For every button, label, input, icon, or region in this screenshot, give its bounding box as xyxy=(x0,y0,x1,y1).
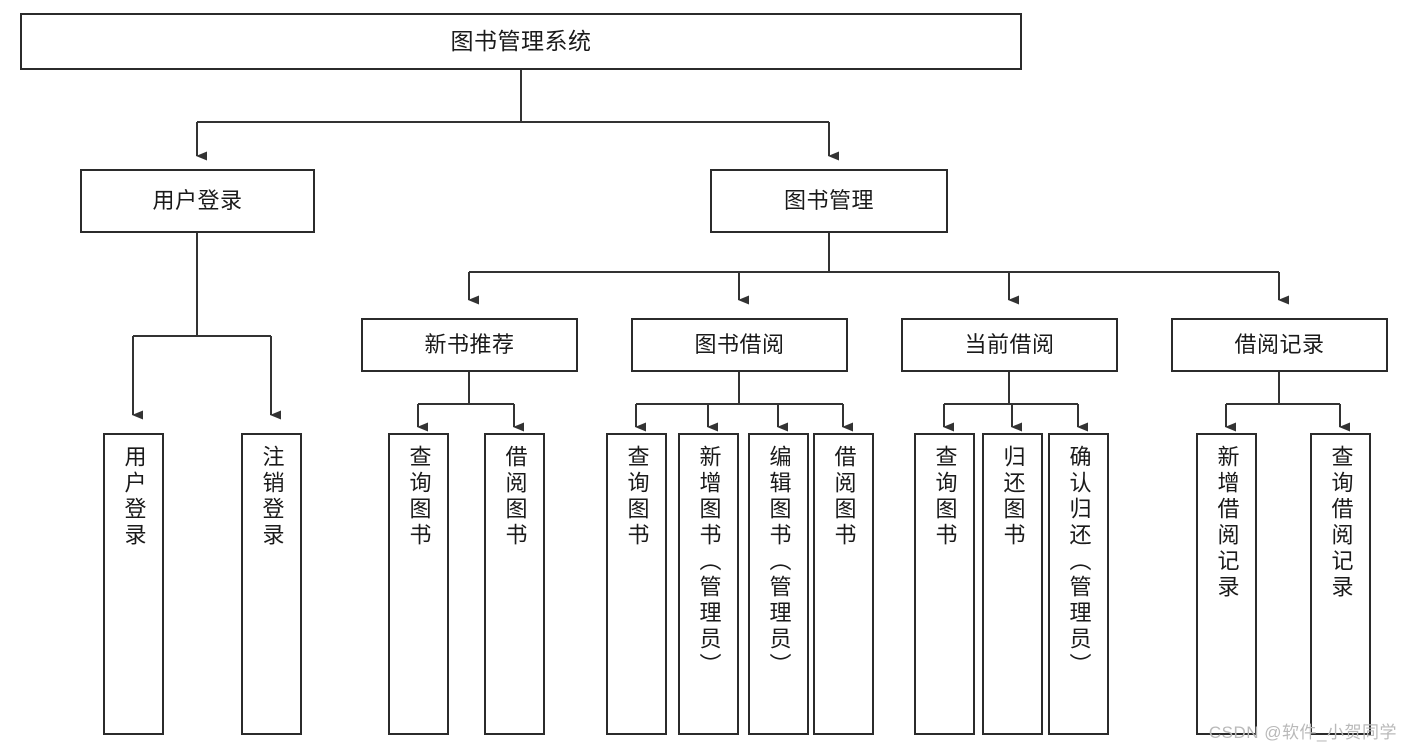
watermark: CSDN @软件_小贺同学 xyxy=(1208,723,1397,742)
node-user-login[interactable]: 用户登录 xyxy=(80,169,315,233)
node-book-management[interactable]: 图书管理 xyxy=(710,169,948,233)
leaf-borrow-book-recommendation[interactable]: 借阅图书 xyxy=(484,433,545,735)
node-current-borrow[interactable]: 当前借阅 xyxy=(901,318,1118,372)
node-label: 注销登录 xyxy=(259,445,285,549)
leaf-return-book[interactable]: 归还图书 xyxy=(982,433,1043,735)
node-label: 当前借阅 xyxy=(964,332,1055,358)
node-new-book-recommendation[interactable]: 新书推荐 xyxy=(361,318,578,372)
node-label: 查询图书 xyxy=(406,445,432,549)
node-label: 查询借阅记录 xyxy=(1328,445,1354,601)
node-book-borrow[interactable]: 图书借阅 xyxy=(631,318,848,372)
node-label: 图书管理 xyxy=(783,188,874,214)
node-borrow-record[interactable]: 借阅记录 xyxy=(1171,318,1388,372)
leaf-query-book-recommendation[interactable]: 查询图书 xyxy=(388,433,449,735)
node-label: 借阅图书 xyxy=(831,445,857,549)
node-label: 用户登录 xyxy=(121,445,147,549)
node-label: 查询图书 xyxy=(624,445,650,549)
node-label: 编辑图书（管理员） xyxy=(766,445,792,679)
leaf-add-borrow-record[interactable]: 新增借阅记录 xyxy=(1196,433,1257,735)
node-label: 确认归还（管理员） xyxy=(1066,445,1092,679)
node-label: 借阅记录 xyxy=(1234,332,1325,358)
leaf-logout[interactable]: 注销登录 xyxy=(241,433,302,735)
leaf-query-borrow-record[interactable]: 查询借阅记录 xyxy=(1310,433,1371,735)
leaf-query-book-borrow[interactable]: 查询图书 xyxy=(606,433,667,735)
leaf-borrow-book[interactable]: 借阅图书 xyxy=(813,433,874,735)
leaf-user-login[interactable]: 用户登录 xyxy=(103,433,164,735)
leaf-confirm-return[interactable]: 确认归还（管理员） xyxy=(1048,433,1109,735)
node-label: 图书管理系统 xyxy=(450,27,592,54)
leaf-add-book[interactable]: 新增图书（管理员） xyxy=(678,433,739,735)
node-book-management-system[interactable]: 图书管理系统 xyxy=(20,13,1022,70)
node-label: 新书推荐 xyxy=(424,332,515,358)
node-label: 借阅图书 xyxy=(502,445,528,549)
leaf-query-book-current[interactable]: 查询图书 xyxy=(914,433,975,735)
node-label: 新增图书（管理员） xyxy=(696,445,722,679)
node-label: 归还图书 xyxy=(1000,445,1026,549)
node-label: 新增借阅记录 xyxy=(1214,445,1240,601)
node-label: 用户登录 xyxy=(152,188,243,214)
leaf-edit-book[interactable]: 编辑图书（管理员） xyxy=(748,433,809,735)
node-label: 图书借阅 xyxy=(694,332,785,358)
node-label: 查询图书 xyxy=(932,445,958,549)
